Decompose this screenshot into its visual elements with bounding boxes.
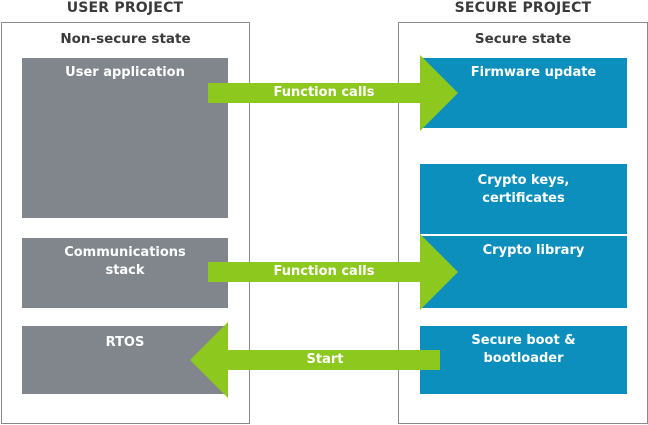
non-secure-state-title: Non-secure state xyxy=(60,31,191,47)
function-calls-label-top: Function calls xyxy=(273,85,375,100)
start-label: Start xyxy=(306,352,344,367)
crypto-keys-box: Crypto keys, certificates xyxy=(420,164,627,234)
secure-project-header: SECURE PROJECT xyxy=(454,0,592,16)
secure-boot-box: Secure boot & bootloader xyxy=(420,326,627,394)
function-calls-label-bottom: Function calls xyxy=(273,264,375,279)
start-arrow xyxy=(190,322,440,398)
user-project-header: USER PROJECT xyxy=(66,0,184,16)
function-calls-arrow-bottom xyxy=(208,234,458,310)
communications-stack-box: Communications stack xyxy=(22,238,228,308)
crypto-library-box: Crypto library xyxy=(420,236,627,308)
function-calls-arrow-top xyxy=(208,55,458,131)
secure-state-title: Secure state xyxy=(474,31,572,47)
user-application-box: User application xyxy=(22,58,228,218)
